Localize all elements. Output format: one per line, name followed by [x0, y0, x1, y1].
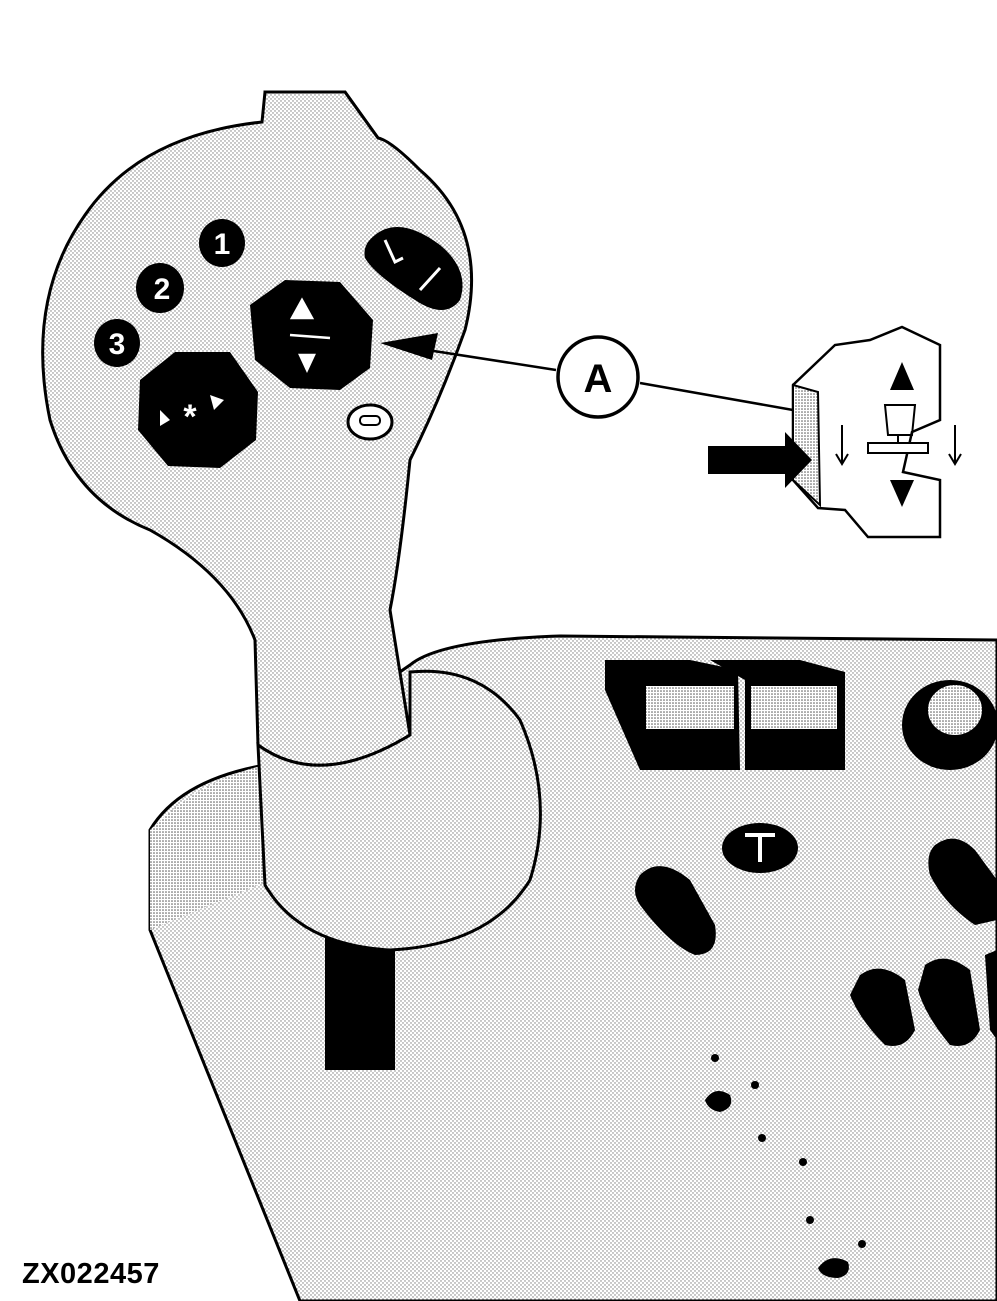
hitch-raise-lower-rocker-icon — [835, 404, 962, 466]
raise-triangle-icon — [890, 362, 914, 390]
button-1-label: 1 — [214, 228, 231, 261]
callout-a: A — [380, 333, 794, 419]
callout-a-circle — [556, 335, 640, 419]
hitch-rocker-button[interactable] — [250, 280, 373, 390]
lever-shaft — [325, 935, 395, 1070]
rabbit-icon — [705, 1091, 732, 1112]
multi-function-rocker-button[interactable]: * — [138, 352, 258, 468]
console-levers[interactable] — [605, 660, 845, 770]
detail-inset — [791, 325, 962, 539]
speed-scale — [705, 1054, 866, 1278]
hitch-rocker-icon — [289, 297, 331, 373]
callout-pointer-arrowhead — [380, 333, 438, 360]
console-rocker-left[interactable] — [635, 866, 716, 955]
turtle-icon — [818, 1258, 849, 1278]
console-rocker-asterisk[interactable] — [928, 838, 997, 925]
joystick-handle — [41, 90, 542, 952]
lower-triangle-icon — [890, 480, 914, 507]
console-rocker-light[interactable] — [850, 968, 915, 1046]
console-rocker-rpm[interactable] — [918, 958, 980, 1046]
figure-id-label: ZX022457 — [22, 1258, 160, 1290]
asterisk-icon: * — [183, 398, 197, 436]
small-oval-button[interactable] — [346, 403, 394, 441]
console-oval-button[interactable] — [722, 823, 798, 873]
callout-a-label: A — [584, 357, 613, 401]
button-2-label: 2 — [154, 273, 171, 306]
console-rocker-edge[interactable] — [985, 950, 997, 1040]
arrow-right-icon — [708, 432, 812, 488]
shift-rocker-icon — [383, 239, 442, 292]
joystick-button-2[interactable]: 2 — [136, 263, 184, 313]
rotary-knob[interactable] — [902, 680, 997, 770]
button-3-label: 3 — [109, 328, 126, 361]
shift-rocker-button[interactable] — [364, 227, 463, 310]
joystick-button-1[interactable]: 1 — [199, 219, 245, 267]
joystick-button-3[interactable]: 3 — [94, 319, 140, 367]
